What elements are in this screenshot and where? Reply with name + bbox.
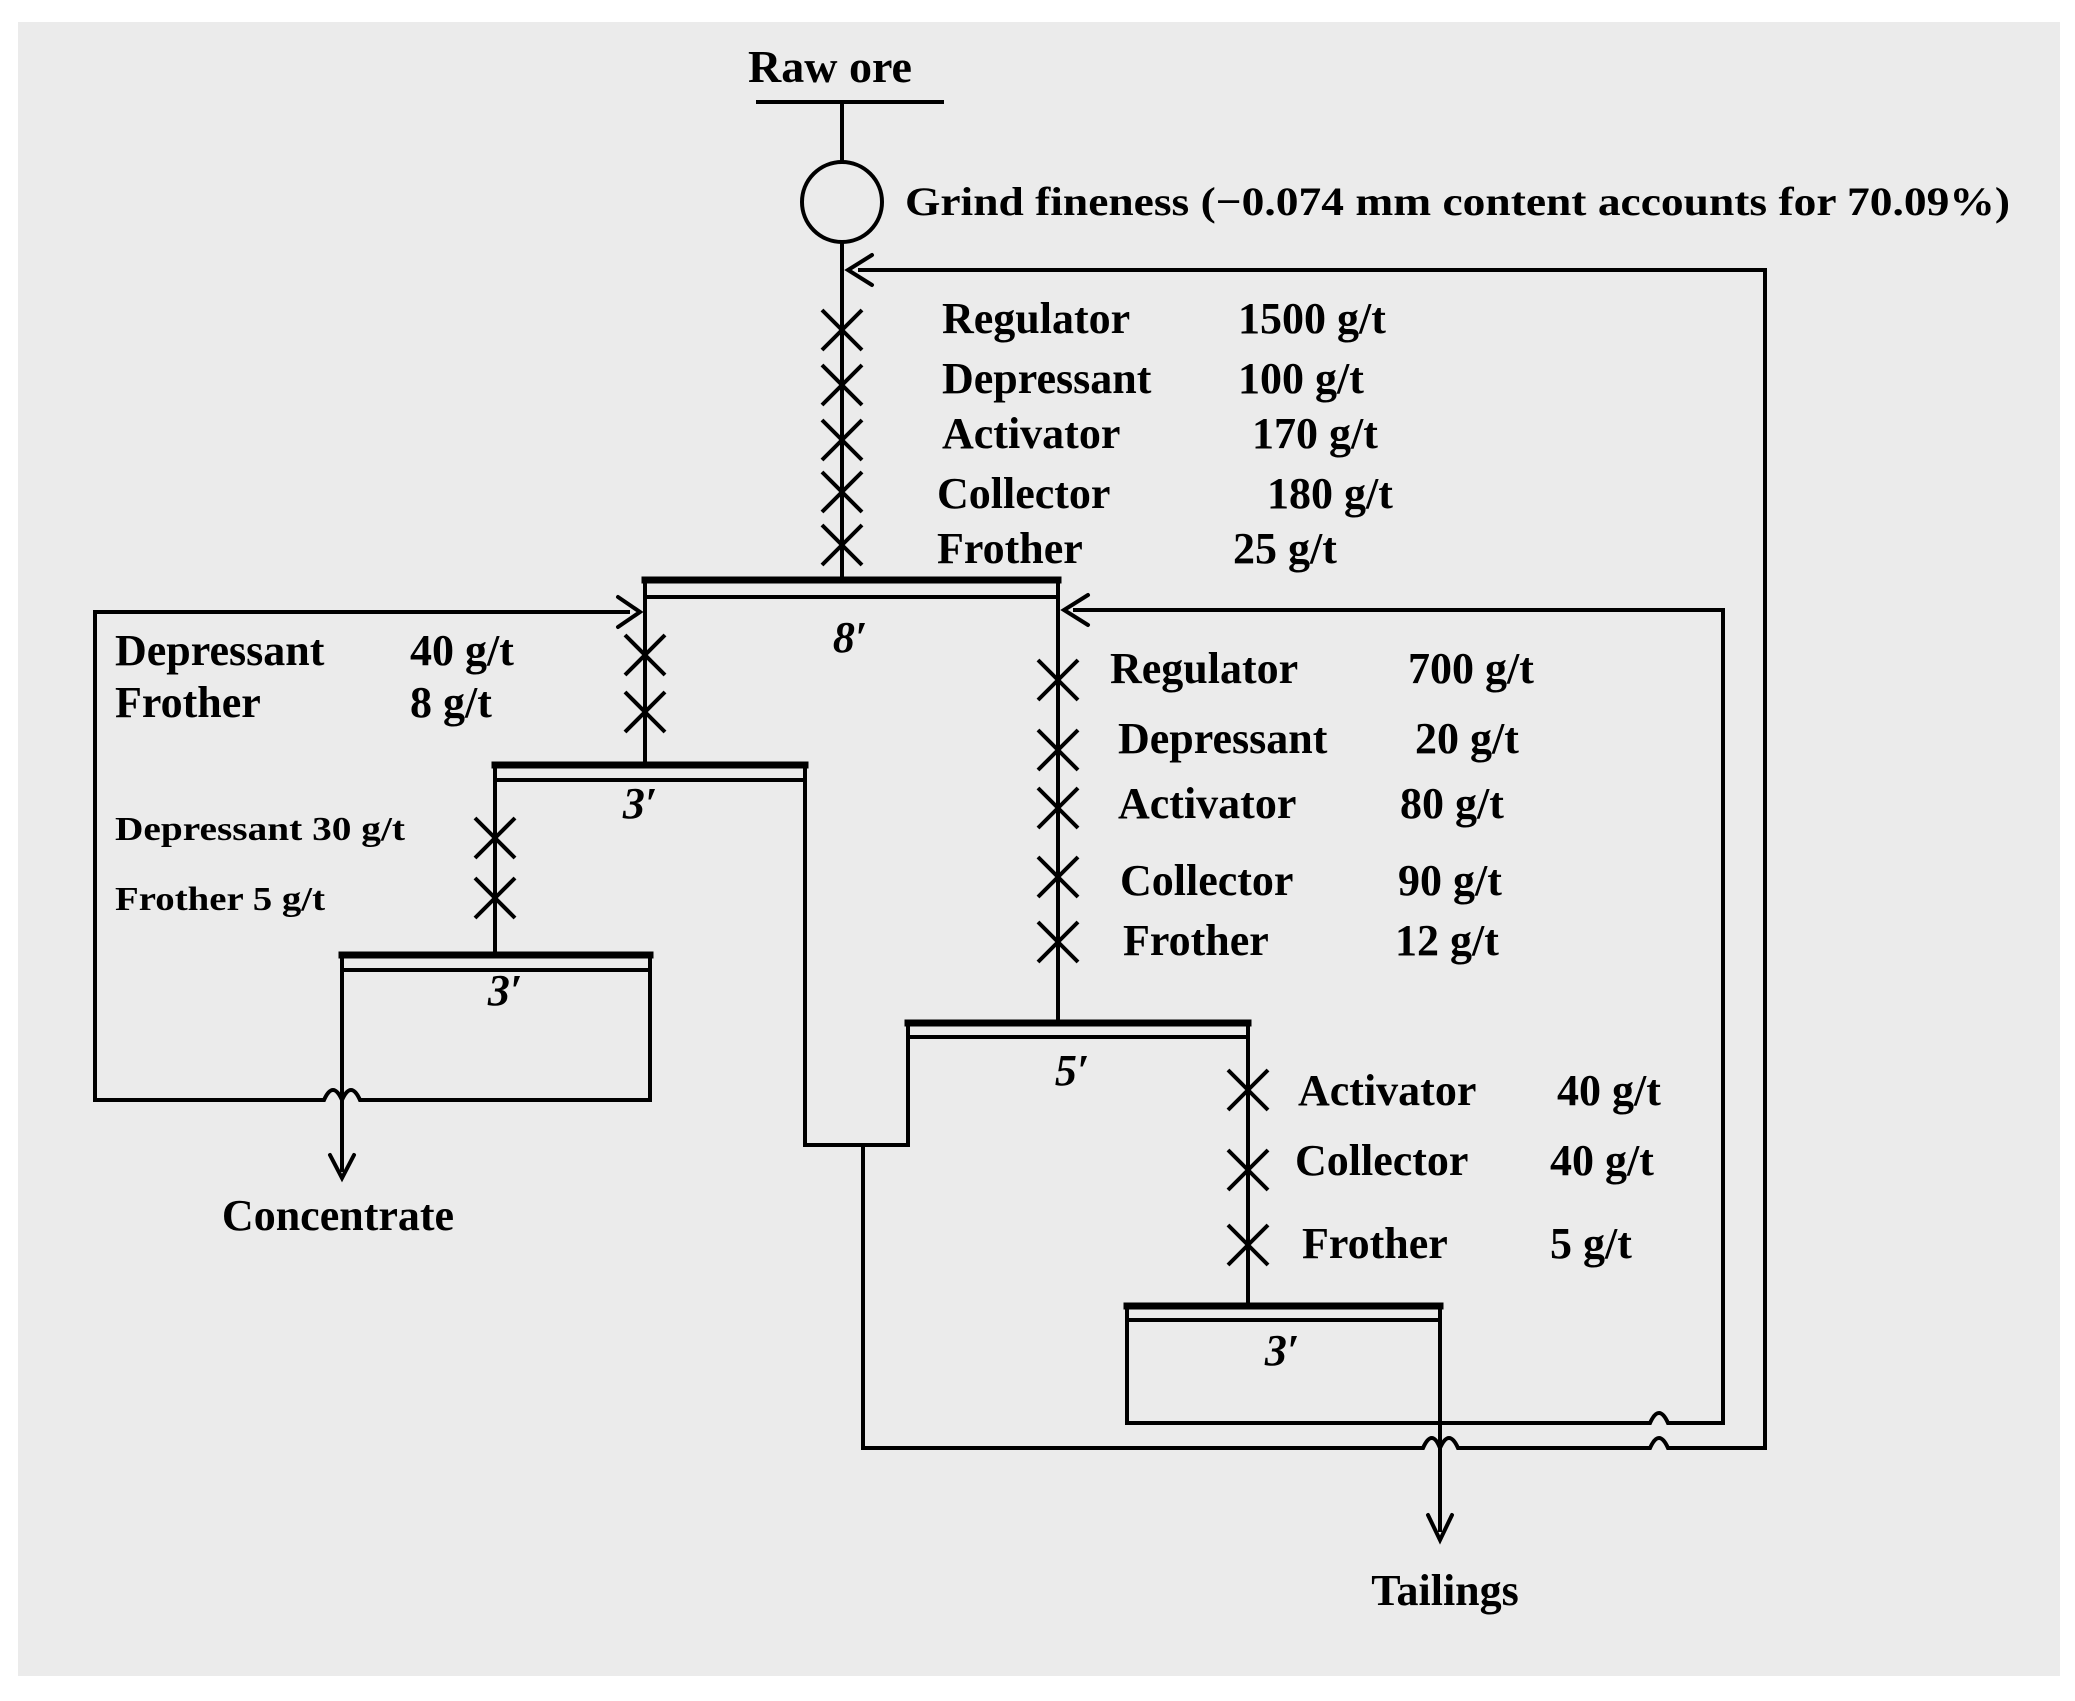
arrow-concentrate — [328, 1153, 356, 1183]
reagent-addition-cross — [1036, 728, 1080, 772]
reagent-dose: 100 g/t — [1238, 354, 1364, 403]
reagent-dose: 90 g/t — [1398, 856, 1502, 905]
reagent-addition-cross — [623, 690, 667, 734]
reagent-addition-cross — [820, 470, 864, 514]
scavenger2-reagents: Activator 40 g/t Collector 40 g/t Frothe… — [1295, 1066, 1661, 1268]
reagent-name: Frother — [115, 678, 261, 727]
scavenger1-time-label: 5′ — [1055, 1046, 1089, 1095]
reagent-name: Collector — [1295, 1136, 1468, 1185]
arrowheads — [328, 253, 1454, 1545]
reagent-name: Activator — [942, 409, 1120, 458]
reagent-addition-cross — [1226, 1068, 1270, 1112]
reagent-addition-cross — [1036, 786, 1080, 830]
concentrate-label: Concentrate — [222, 1191, 454, 1240]
reagent-dose: 8 g/t — [410, 678, 492, 727]
reagent-addition-cross — [820, 523, 864, 567]
reagent-addition-cross — [1036, 920, 1080, 964]
arrow-to-rougher-right — [1060, 593, 1090, 627]
reagent-text: Frother 5 g/t — [115, 881, 326, 918]
cleaner2-recycle-line — [93, 610, 652, 1105]
reagent-dose: 20 g/t — [1415, 714, 1519, 763]
grind-fineness-label: Grind fineness (−0.074 mm content accoun… — [905, 179, 2010, 224]
reagent-addition-cross — [820, 308, 864, 352]
cleaner1-reagents: Depressant 40 g/t Frother 8 g/t — [115, 626, 514, 727]
reagent-addition-cross — [1036, 855, 1080, 899]
raw-ore-label: Raw ore — [748, 41, 912, 92]
reagent-dose: 180 g/t — [1267, 469, 1393, 518]
reagent-addition-cross — [473, 816, 517, 860]
rougher-time-label: 8′ — [833, 613, 867, 662]
cleaner2-time-label: 3′ — [487, 966, 522, 1015]
reagent-name: Frother — [1123, 916, 1269, 965]
diagram-background — [18, 22, 2060, 1676]
reagent-addition-cross — [1226, 1148, 1270, 1192]
reagent-name: Frother — [1302, 1219, 1448, 1268]
reagent-addition-cross — [1036, 658, 1080, 702]
reagent-dose: 1500 g/t — [1238, 294, 1386, 343]
reagent-name: Depressant — [115, 626, 325, 675]
reagent-name: Regulator — [1110, 644, 1298, 693]
reagent-dose: 40 g/t — [410, 626, 514, 675]
tailings-label: Tailings — [1371, 1566, 1519, 1615]
reagent-text: Depressant 30 g/t — [115, 811, 406, 848]
arrow-to-grinding — [844, 253, 874, 287]
reagent-dose: 40 g/t — [1550, 1136, 1654, 1185]
reagent-addition-cross — [623, 633, 667, 677]
middlings-recycle-line — [858, 268, 1767, 1454]
reagent-dose: 5 g/t — [1550, 1219, 1632, 1268]
reagent-addition-cross — [1226, 1223, 1270, 1267]
reagent-dose: 12 g/t — [1395, 916, 1499, 965]
reagent-name: Collector — [937, 469, 1110, 518]
scavenger2-time-label: 3′ — [1264, 1326, 1299, 1375]
reagent-addition-cross — [820, 418, 864, 462]
reagent-addition-marks — [473, 308, 1270, 1267]
reagent-dose: 40 g/t — [1557, 1066, 1661, 1115]
scavenger1-reagents: Regulator 700 g/t Depressant 20 g/t Acti… — [1110, 644, 1534, 965]
reagent-dose: 80 g/t — [1400, 779, 1504, 828]
reagent-name: Collector — [1120, 856, 1293, 905]
rougher-reagents: Regulator 1500 g/t Depressant 100 g/t Ac… — [937, 294, 1393, 573]
reagent-name: Activator — [1118, 779, 1296, 828]
scavenger2-recycle-line — [1073, 608, 1725, 1425]
reagent-name: Depressant — [942, 354, 1152, 403]
cleaner1-tail-line — [803, 763, 910, 1147]
reagent-dose: 25 g/t — [1233, 524, 1337, 573]
reagent-name: Frother — [937, 524, 1083, 573]
grinding-mill-icon — [800, 160, 884, 244]
reagent-dose: 700 g/t — [1408, 644, 1534, 693]
reagent-name: Regulator — [942, 294, 1130, 343]
flow-lines — [93, 100, 1767, 1532]
cleaner2-reagents: Depressant 30 g/t Frother 5 g/t — [115, 811, 406, 918]
reagent-addition-cross — [473, 876, 517, 920]
reagent-name: Activator — [1298, 1066, 1476, 1115]
arrow-to-rougher-left — [616, 595, 644, 629]
cleaner1-time-label: 3′ — [622, 779, 657, 828]
reagent-dose: 170 g/t — [1252, 409, 1378, 458]
reagent-addition-cross — [820, 363, 864, 407]
reagent-name: Depressant — [1118, 714, 1328, 763]
arrow-tailings — [1426, 1513, 1454, 1545]
